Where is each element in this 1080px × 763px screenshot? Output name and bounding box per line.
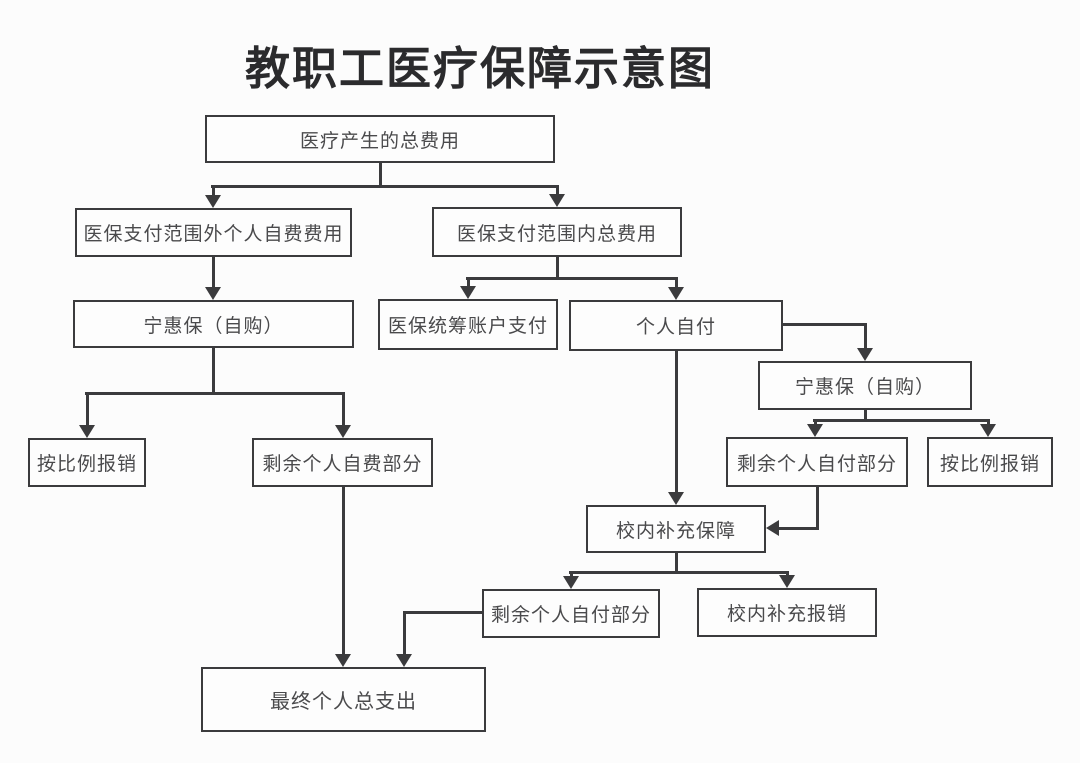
arrowhead-to-in-scope (549, 194, 565, 207)
node-ninghuibao-left: 宁惠保（自购） (73, 300, 354, 348)
edge-totalcost-right-drop (556, 185, 559, 197)
node-campus-supplement-cover: 校内补充保障 (586, 505, 766, 553)
edge-ninghuibao-left-split-bar (85, 392, 345, 395)
edge-rsp-right-drop (816, 487, 819, 530)
arrowhead-into-campus-cover-side (766, 520, 779, 536)
arrowhead-to-campus-reimburse (779, 575, 795, 588)
arrowhead-to-out-of-scope (205, 195, 221, 208)
node-pooled-account-pay: 医保统筹账户支付 (378, 299, 558, 350)
edge-cc-left-drop (570, 571, 573, 578)
edge-ninghuibao-right-split-bar (813, 419, 990, 422)
arrowhead-to-remaining-self-pay-bottom (563, 576, 579, 589)
arrowhead-to-final-left (335, 654, 351, 667)
node-remaining-self-fee: 剩余个人自费部分 (252, 438, 433, 487)
arrowhead-to-ninghuibao-right (857, 348, 873, 361)
node-out-of-scope-self-fee: 医保支付范围外个人自费费用 (75, 208, 352, 257)
node-remaining-self-pay-right: 剩余个人自付部分 (726, 437, 908, 487)
edge-ninghuibao-left-stem (212, 348, 215, 394)
edge-nhbr-right-drop (987, 419, 990, 427)
edge-selfpay-right-bar (783, 323, 867, 326)
edge-inscope-left-drop (467, 277, 470, 288)
edge-totalcost-stem (379, 163, 382, 188)
arrowhead-to-pooled-account (460, 286, 476, 299)
edge-rsp-right-bar (779, 527, 819, 530)
edge-rsp-bottom-drop (403, 611, 406, 656)
edge-totalcost-left-drop (212, 185, 215, 197)
node-final-total-spend: 最终个人总支出 (201, 667, 486, 732)
edge-selfpay-right-drop (864, 323, 867, 350)
edge-campus-cover-stem (675, 553, 678, 573)
edge-selfpay-to-campus-cover (675, 351, 678, 493)
edge-cc-right-drop (786, 571, 789, 578)
edge-nhbl-right-drop (342, 392, 345, 426)
diagram-title: 教职工医疗保障示意图 (244, 43, 715, 94)
node-personal-self-pay: 个人自付 (569, 300, 783, 351)
edge-campus-cover-split-bar (569, 571, 789, 574)
edge-remaining-fee-to-final (342, 487, 345, 656)
edge-inscope-right-drop (675, 277, 678, 288)
node-in-scope-total: 医保支付范围内总费用 (432, 207, 682, 257)
arrowhead-to-final-right (396, 654, 412, 667)
arrowhead-to-ninghuibao-left (205, 287, 221, 300)
node-remaining-self-pay-bottom: 剩余个人自付部分 (482, 589, 660, 638)
node-ratio-reimburse-left: 按比例报销 (28, 438, 146, 487)
edge-nhbr-left-drop (814, 419, 817, 427)
edge-totalcost-split-bar (211, 185, 559, 188)
arrowhead-to-remaining-self-fee (335, 425, 351, 438)
arrowhead-to-campus-cover (668, 492, 684, 505)
edge-outscope-to-ninghuibao (212, 257, 215, 290)
node-ratio-reimburse-right: 按比例报销 (927, 437, 1053, 487)
edge-inscope-split-bar (466, 277, 678, 280)
arrowhead-to-remaining-self-pay-right (807, 424, 823, 437)
edge-ninghuibao-right-stem (864, 410, 867, 422)
arrowhead-to-ratio-reimburse-right (980, 424, 996, 437)
edge-rsp-bottom-bar (403, 611, 482, 614)
edge-nhbl-left-drop (86, 392, 89, 426)
node-total-medical-cost: 医疗产生的总费用 (205, 115, 555, 163)
arrowhead-to-self-pay (668, 287, 684, 300)
arrowhead-to-ratio-reimburse-left (79, 425, 95, 438)
node-ninghuibao-right: 宁惠保（自购） (758, 361, 972, 410)
edge-inscope-stem (556, 257, 559, 280)
node-campus-supplement-reimburse: 校内补充报销 (697, 588, 877, 637)
